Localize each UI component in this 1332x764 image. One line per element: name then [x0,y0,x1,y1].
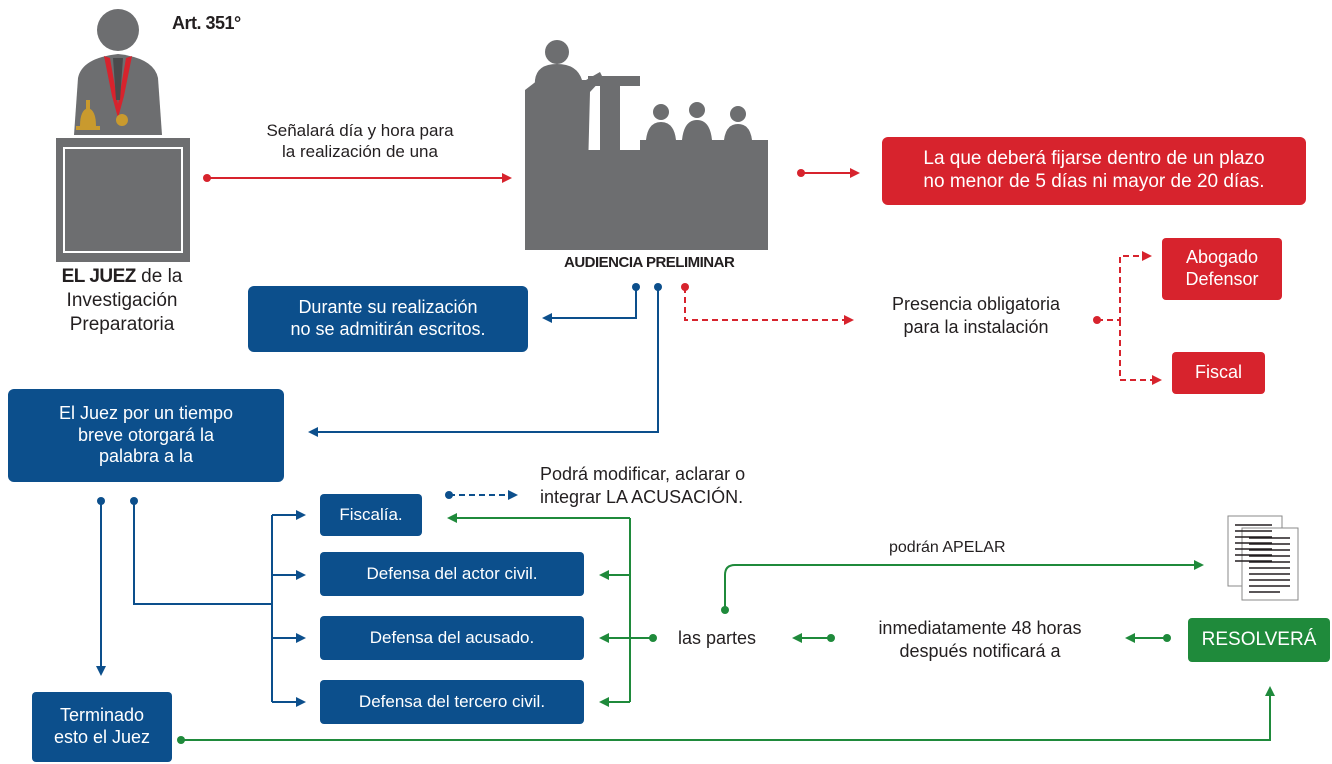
escritos-box: Durante su realización no se admitirán e… [248,286,528,352]
defensa-tercero-civil-box: Defensa del tercero civil. [320,680,584,724]
notifica-line2: después notificará a [899,640,1061,661]
notifica-line1: inmediatamente 48 horas [878,618,1082,638]
judge-title-bold: EL JUEZ [61,266,137,287]
terminado-line1: Terminado [59,705,145,726]
acusacion-line2: integrar LA ACUSACIÓN. [540,486,744,507]
defensa-actor-civil-box: Defensa del actor civil. [320,552,584,596]
blue-connectors [96,283,662,707]
red-connectors [203,168,1162,385]
plazo-box: La que deberá fijarse dentro de un plazo… [882,137,1306,205]
terminado-line2: esto el Juez [53,727,151,747]
green-connectors [177,513,1275,744]
plazo-line1: La que deberá fijarse dentro de un plazo [923,148,1265,170]
abogado-line1: Abogado [1185,247,1259,268]
las-partes-label: las partes [678,628,757,648]
juez-palabra-box: El Juez por un tiempo breve otorgará la … [8,389,284,482]
presencia-line2: para la instalación [903,316,1049,337]
juez-palabra-line1: El Juez por un tiempo [58,403,234,424]
arrow-label-line2: la realización de una [282,142,438,162]
abogado-line2: Defensor [1185,269,1259,289]
judge-line2: Investigación [66,289,178,311]
presencia-text: Presencia obligatoria para la instalació… [866,293,1086,338]
judge-caption: EL JUEZ de la Investigación Preparatoria [40,265,204,336]
acusacion-note: Podrá modificar, aclarar o integrar LA A… [540,463,745,508]
terminado-box: Terminado esto el Juez [32,692,172,762]
arrow-label-senalara: Señalará día y hora para la realización … [232,120,488,163]
article-label: Art. 351° [172,13,241,33]
audiencia-label: AUDIENCIA PRELIMINAR [564,254,735,271]
juez-palabra-line2: breve otorgará la [77,424,215,445]
bell-icon [76,100,100,130]
document-stack-icon [1227,515,1299,601]
presencia-line1: Presencia obligatoria [891,294,1061,314]
apelar-label: podrán APELAR [889,539,1006,556]
juez-palabra-line3: palabra a la [98,446,194,467]
judge-silhouette-icon [56,9,190,262]
arrow-label-line1: Señalará día y hora para [266,121,454,140]
fiscalia-box: Fiscalía. [320,494,422,536]
plazo-line2: no menor de 5 días ni mayor de 20 días. [923,171,1265,192]
notifica-text: inmediatamente 48 horas después notifica… [840,617,1120,662]
escritos-line1: Durante su realización [298,297,478,318]
fiscal-box: Fiscal [1172,352,1265,394]
escritos-line2: no se admitirán escritos. [290,319,486,339]
courtroom-silhouette-icon [525,40,768,250]
abogado-defensor-box: Abogado Defensor [1162,238,1282,300]
judge-line3: Preparatoria [69,313,175,335]
acusacion-line1: Podrá modificar, aclarar o [540,464,746,484]
defensa-acusado-box: Defensa del acusado. [320,616,584,660]
judge-title-rest: de la [135,266,183,287]
resolvera-box: RESOLVERÁ [1188,618,1330,662]
